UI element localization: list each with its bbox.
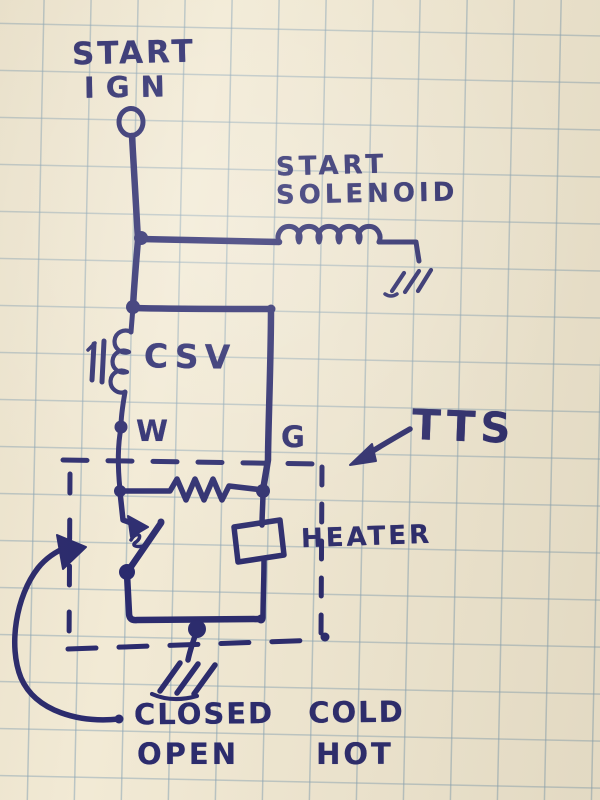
label-terminal-w: W <box>136 414 168 448</box>
corner-dot-heater-return <box>256 614 266 624</box>
wire-solenoid-to-ground <box>376 239 422 264</box>
caption-curved-arrow <box>12 534 124 724</box>
start-solenoid-coil <box>275 223 383 245</box>
junction-dot-ground <box>188 620 206 638</box>
junction-dot-solenoid-branch <box>134 231 148 245</box>
heater-lead-bottom <box>260 557 267 621</box>
wire-ign-down <box>128 132 142 244</box>
wire-bottom-return <box>123 570 266 624</box>
caption-open-hot: OPEN HOT <box>137 737 394 771</box>
heater-element-box <box>231 517 287 565</box>
label-solenoid-line1: START <box>275 149 388 183</box>
resistor <box>117 476 266 503</box>
ignition-terminal-circle <box>116 106 146 138</box>
label-start-ign-line1: START <box>71 33 197 73</box>
switch-contact <box>117 489 165 580</box>
caption-closed-cold: CLOSED COLD <box>133 694 405 732</box>
chassis-ground-symbol <box>149 660 218 702</box>
wire-main-vertical <box>129 236 142 311</box>
corner-blob-right <box>266 304 276 314</box>
switch-blade <box>124 519 165 575</box>
junction-dot-resistor-left <box>114 485 126 497</box>
wire-branch-right <box>130 304 275 313</box>
wire-right-vertical-g <box>259 305 275 494</box>
label-tts: TTS <box>411 400 517 453</box>
label-heater: HEATER <box>300 519 433 555</box>
label-csv: CSV <box>143 336 237 377</box>
junction-dot-resistor-right <box>256 484 270 498</box>
csv-core-bars <box>86 338 107 385</box>
label-terminal-g: G <box>281 420 305 454</box>
junction-dot-csv-branch <box>126 300 140 314</box>
terminal-dot-w <box>114 420 128 434</box>
tts-pointer-arrow <box>349 426 413 466</box>
wire-to-solenoid <box>137 235 283 246</box>
label-solenoid-line2: SOLENOID <box>275 177 459 211</box>
label-start-ign-line2: IGN <box>83 69 177 105</box>
csv-coil <box>108 328 134 395</box>
solenoid-ground-symbol <box>383 267 434 298</box>
